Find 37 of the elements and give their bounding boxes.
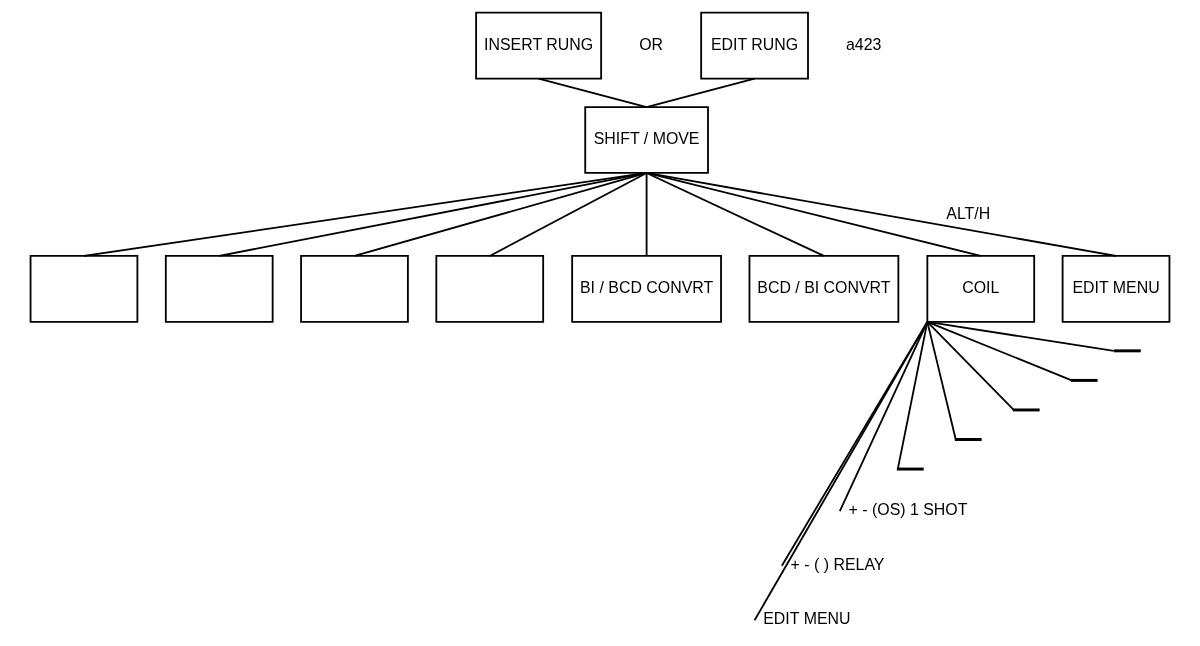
- label: OR: [639, 35, 664, 53]
- connector: [645, 77, 756, 108]
- node-bar: [896, 467, 924, 471]
- connector: [645, 172, 1117, 257]
- connector: [838, 320, 929, 512]
- node-box: COIL: [926, 255, 1036, 323]
- node-bar: [954, 438, 982, 441]
- connector: [645, 172, 982, 257]
- connector: [353, 172, 648, 257]
- label: a423: [846, 35, 882, 53]
- node-box: INSERT RUNG: [475, 11, 603, 80]
- connector: [83, 172, 648, 257]
- node-box: EDIT MENU: [1061, 255, 1171, 323]
- node-bar: [1114, 349, 1141, 353]
- label: ALT/H: [946, 204, 991, 222]
- connector: [218, 172, 648, 257]
- node-bar: [1070, 378, 1098, 382]
- connector: [537, 77, 648, 108]
- node-box: SHIFT / MOVE: [584, 106, 709, 174]
- node-box: BI / BCD CONVRT: [571, 255, 722, 323]
- node-box: EDIT RUNG: [700, 11, 809, 80]
- connector: [926, 320, 1015, 411]
- connector: [645, 172, 825, 257]
- node-box: [29, 255, 139, 323]
- connector: [926, 320, 1073, 382]
- node-text: + - ( ) RELAY: [790, 555, 885, 573]
- connector: [488, 172, 648, 257]
- node-box: [164, 255, 274, 323]
- node-bar: [1012, 408, 1040, 412]
- node-box: [300, 255, 409, 323]
- connector: [645, 172, 648, 257]
- node-box: BCD / BI CONVRT: [748, 255, 900, 323]
- connector: [780, 320, 929, 567]
- node-text: + - (OS) 1 SHOT: [848, 501, 968, 519]
- connector: [753, 320, 929, 622]
- node-text: EDIT MENU: [763, 610, 851, 628]
- node-box: [435, 255, 545, 323]
